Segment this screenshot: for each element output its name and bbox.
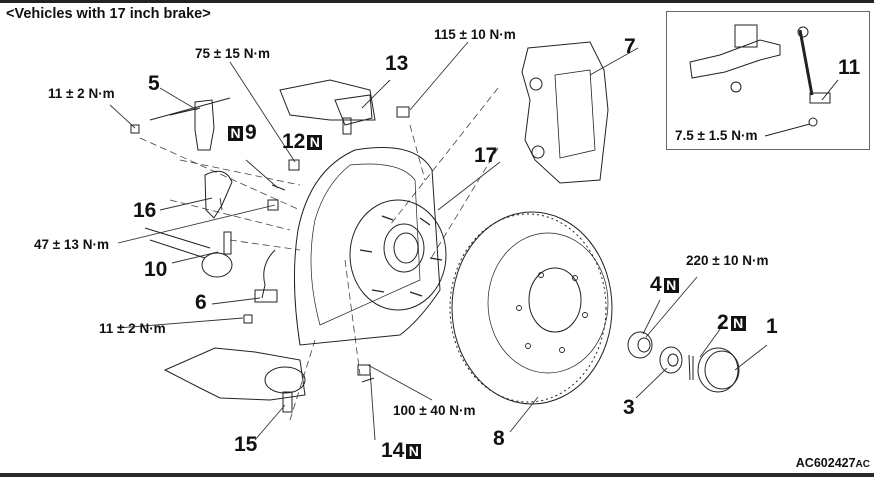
new-part-badge: N <box>307 134 323 150</box>
figure-code: AC602427AC <box>796 457 870 470</box>
figure-code-main: AC602427 <box>795 456 856 470</box>
cotter-pin <box>688 354 694 381</box>
figure-code-suffix: AC <box>855 459 870 470</box>
callout-14: 14 <box>381 439 405 462</box>
brake-disc <box>449 211 613 405</box>
torque-47: 47 ± 13 N·m <box>34 237 109 252</box>
abs-sensor <box>254 249 278 303</box>
new-part-badge: N <box>663 277 679 293</box>
diagram-title: <Vehicles with 17 inch brake> <box>6 6 211 22</box>
callout-5: 5 <box>148 72 160 95</box>
callout-9: 9 <box>245 121 257 144</box>
torque-7-5: 7.5 ± 1.5 N·m <box>675 128 758 143</box>
torque-220: 220 ± 10 N·m <box>686 253 769 268</box>
callout-4: 4 <box>650 273 662 296</box>
bottom-border <box>0 473 874 477</box>
lower-arm <box>163 347 306 413</box>
dust-shield <box>293 147 441 346</box>
callout-1: 1 <box>766 315 778 338</box>
tie-rod-end <box>144 227 233 278</box>
height-sensor-drawing <box>689 24 839 137</box>
callout-10: 10 <box>144 258 168 281</box>
inset-frame <box>666 11 870 150</box>
upper-arm <box>279 79 376 135</box>
callout-8: 8 <box>493 427 505 450</box>
callout-6: 6 <box>195 291 207 314</box>
callout-12: 12 <box>282 130 306 153</box>
torque-75: 75 ± 15 N·m <box>195 46 270 61</box>
new-part-badge: N <box>406 443 422 459</box>
new-part-badge: N <box>228 125 243 141</box>
grease-cap <box>697 347 740 393</box>
callout-17: 17 <box>474 144 498 167</box>
callout-7: 7 <box>624 35 636 58</box>
torque-100: 100 ± 40 N·m <box>393 403 476 418</box>
callout-3: 3 <box>623 396 635 419</box>
hub-nut <box>627 331 653 359</box>
caliper <box>521 41 609 184</box>
callout-15: 15 <box>234 433 258 456</box>
callout-2: 2 <box>717 311 729 334</box>
callout-16: 16 <box>133 199 157 222</box>
hub-assembly <box>349 199 447 311</box>
torque-115: 115 ± 10 N·m <box>434 27 516 42</box>
leader-lines <box>109 41 768 441</box>
assembly-dash-lines <box>139 87 499 421</box>
bracket-16 <box>204 170 233 219</box>
callout-11: 11 <box>838 56 861 79</box>
bolts <box>130 106 410 383</box>
torque-11-upper: 11 ± 2 N·m <box>48 86 115 101</box>
lock-cap <box>659 346 683 374</box>
new-part-badge: N <box>730 315 746 331</box>
callout-13: 13 <box>385 52 409 75</box>
top-border <box>0 0 874 3</box>
torque-11-lower: 11 ± 2 N·m <box>99 321 166 336</box>
abs-bracket <box>149 97 231 151</box>
